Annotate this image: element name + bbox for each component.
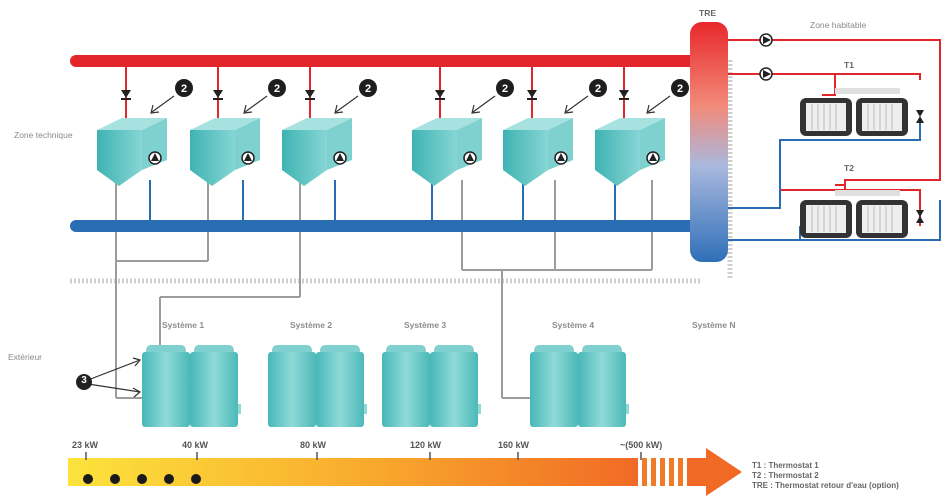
outdoor-units (142, 345, 629, 427)
callout-3-arrows (87, 357, 142, 398)
buffer-tank (282, 118, 352, 186)
callout-3-number: 3 (81, 375, 87, 386)
callout-2-number: 2 (595, 83, 601, 95)
outdoor-heat-pump (142, 345, 241, 427)
callout-2: 2 (243, 79, 286, 114)
t2-label: T2 (844, 163, 854, 173)
callout-2-number: 2 (181, 83, 187, 95)
power-scale-dots (83, 474, 201, 484)
hot-header-pipe (70, 55, 698, 67)
power-scale-arrow (68, 448, 742, 496)
callout-2-number: 2 (677, 83, 683, 95)
legend-t1: T1 : Thermostat 1 (752, 461, 819, 470)
power-label-1: 23 kW (72, 440, 99, 450)
system-1-label: Système 1 (162, 320, 205, 330)
legend: T1 : Thermostat 1 T2 : Thermostat 2 TRE … (752, 461, 899, 491)
habitable-piping (728, 39, 941, 241)
power-label-3: 80 kW (300, 440, 327, 450)
power-label-6: ~(500 kW) (620, 440, 663, 450)
callout-2-group: 2 2 2 2 2 2 (150, 79, 689, 114)
buffer-tanks (97, 118, 665, 186)
callout-2: 2 (646, 79, 689, 114)
system-2-label: Système 2 (290, 320, 333, 330)
callout-2: 2 (334, 79, 377, 114)
legend-tre: TRE : Thermostat retour d'eau (option) (752, 481, 899, 490)
radiator-fins (811, 104, 893, 232)
outdoor-heat-pump (268, 345, 367, 427)
check-valves (121, 90, 629, 100)
zone-exterieur-label: Extérieur (8, 352, 43, 362)
system-n-label: Système N (692, 320, 736, 330)
outdoor-heat-pump (530, 345, 629, 427)
tre-label: TRE (699, 8, 716, 18)
buffer-tank (595, 118, 665, 186)
zone-technique-label: Zone technique (14, 130, 73, 140)
zone-valves (916, 110, 924, 223)
circulator-pump-1 (759, 33, 773, 47)
buffer-tank (97, 118, 167, 186)
system-4-label: Système 4 (552, 320, 595, 330)
outdoor-heat-pump (382, 345, 481, 427)
circulator-pump-2 (759, 67, 773, 81)
zone-habitable-label: Zone habitable (810, 20, 867, 30)
callout-2: 2 (150, 79, 193, 114)
cold-header-pipe (70, 220, 698, 232)
tank-return-lines (149, 180, 616, 220)
power-scale-ticks (85, 452, 642, 460)
tre-buffer-tank (690, 22, 728, 262)
t1-label: T1 (844, 60, 854, 70)
callout-2-number: 2 (502, 83, 508, 95)
buffer-tank (503, 118, 573, 186)
system-3-label: Système 3 (404, 320, 447, 330)
callout-3-badge (76, 374, 92, 390)
buffer-tank (412, 118, 482, 186)
callout-2-number: 2 (365, 83, 371, 95)
radiators-t2 (800, 190, 908, 238)
callout-2: 2 (471, 79, 514, 114)
power-label-2: 40 kW (182, 440, 209, 450)
power-label-4: 120 kW (410, 440, 442, 450)
callout-2: 2 (564, 79, 607, 114)
buffer-tank (190, 118, 260, 186)
legend-t2: T2 : Thermostat 2 (752, 471, 819, 480)
power-label-5: 160 kW (498, 440, 530, 450)
radiators-t1 (800, 88, 908, 136)
callout-2-number: 2 (274, 83, 280, 95)
